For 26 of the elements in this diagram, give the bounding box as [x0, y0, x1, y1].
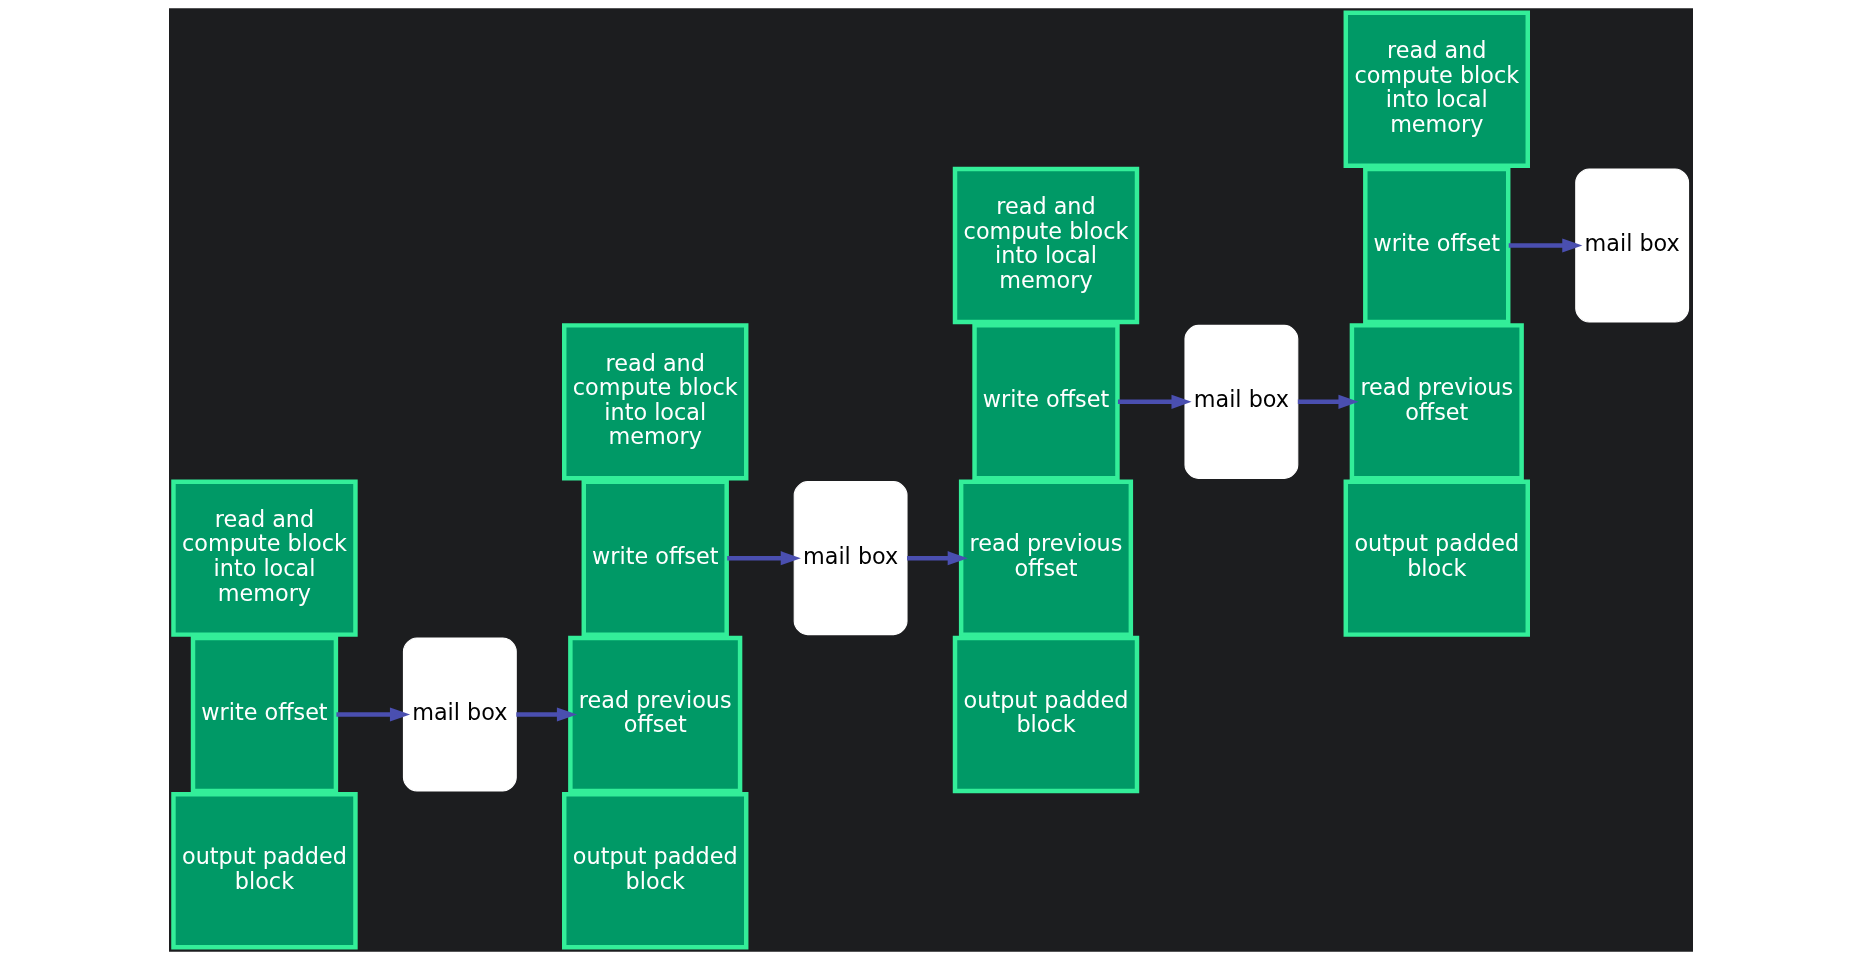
- node-box: output padded block: [562, 792, 749, 950]
- arrow: [1117, 394, 1192, 409]
- arrow: [727, 551, 801, 566]
- node-box: mail box: [793, 481, 908, 636]
- node-box: read previous offset: [568, 635, 743, 794]
- node-box: read and compute block into local memory: [562, 323, 749, 481]
- arrow: [1508, 238, 1583, 253]
- node-box: mail box: [402, 637, 517, 792]
- node-box: write offset: [972, 323, 1120, 481]
- node-box: output padded block: [1343, 479, 1530, 637]
- node-box: read and compute block into local memory: [952, 166, 1140, 325]
- node-box: mail box: [1575, 168, 1690, 323]
- node-box: read and compute block into local memory: [171, 479, 358, 637]
- arrow: [516, 707, 578, 722]
- node-box: output padded block: [952, 635, 1140, 794]
- node-box: read previous offset: [958, 479, 1134, 637]
- arrow: [907, 551, 968, 566]
- node-box: write offset: [190, 635, 339, 794]
- node-box: write offset: [1363, 166, 1511, 325]
- node-box: mail box: [1184, 324, 1299, 479]
- arrow: [336, 707, 411, 722]
- node-box: read and compute block into local memory: [1343, 10, 1530, 168]
- node-box: read previous offset: [1349, 323, 1524, 481]
- node-box: write offset: [581, 479, 729, 637]
- node-box: output padded block: [171, 792, 358, 950]
- arrow: [1297, 394, 1359, 409]
